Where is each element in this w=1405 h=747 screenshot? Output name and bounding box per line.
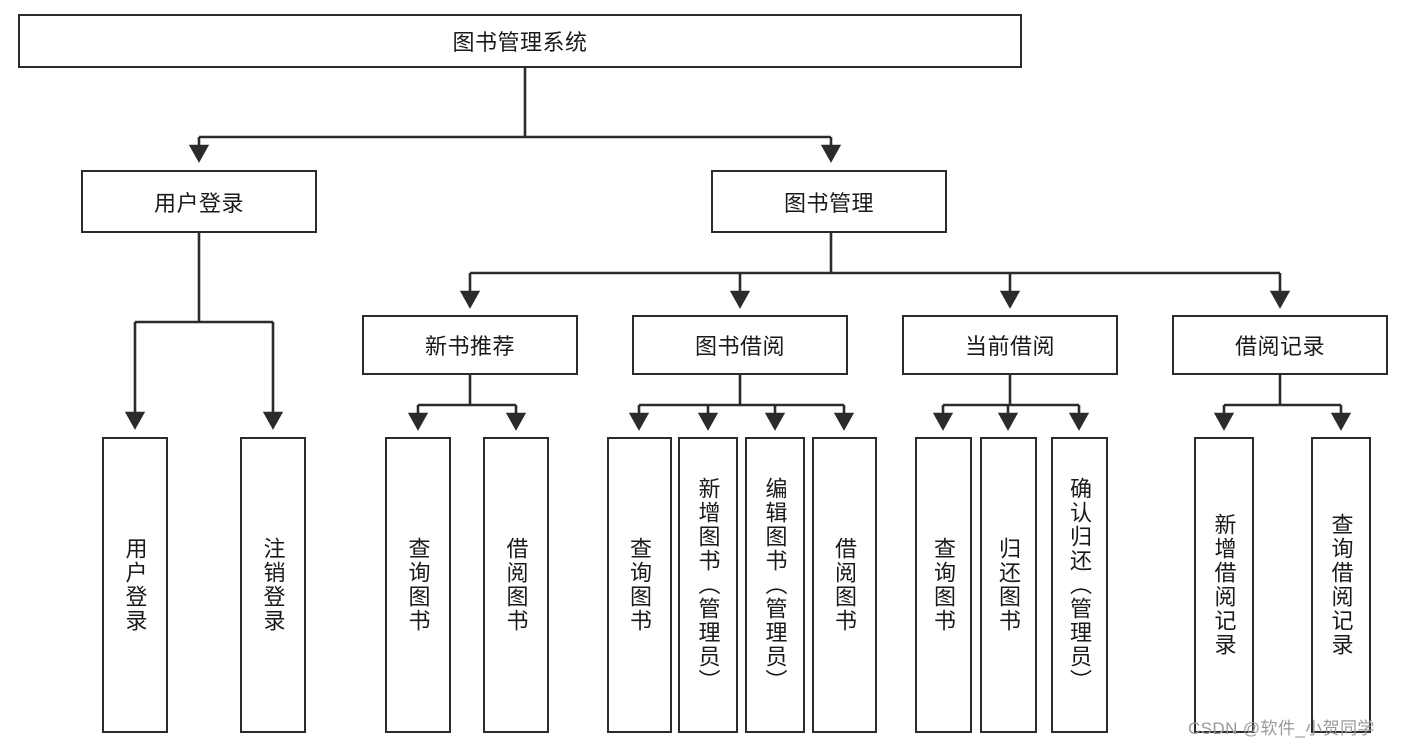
node-leaf-query-book-recommend-label: 查询图书 [405,537,431,633]
node-leaf-query-book-borrow-label: 查询图书 [627,537,653,633]
node-leaf-query-borrow-record[interactable]: 查询借阅记录 [1311,437,1371,733]
node-leaf-borrow-book-recommend-label: 借阅图书 [503,537,529,633]
node-leaf-return-book-label: 归还图书 [996,537,1022,633]
node-leaf-query-book-borrow[interactable]: 查询图书 [607,437,672,733]
node-leaf-confirm-return-admin[interactable]: 确认归还（管理员） [1051,437,1108,733]
node-leaf-return-book[interactable]: 归还图书 [980,437,1037,733]
node-root[interactable]: 图书管理系统 [18,14,1022,68]
node-leaf-logout[interactable]: 注销登录 [240,437,306,733]
node-leaf-add-borrow-record-label: 新增借阅记录 [1211,513,1237,657]
node-book-management[interactable]: 图书管理 [711,170,947,233]
node-leaf-query-book-current-label: 查询图书 [931,537,957,633]
node-leaf-query-book-current[interactable]: 查询图书 [915,437,972,733]
watermark: CSDN @软件_小贺同学 [1188,719,1375,738]
node-leaf-add-book-admin-label: 新增图书（管理员） [695,477,721,693]
node-leaf-query-book-recommend[interactable]: 查询图书 [385,437,451,733]
node-root-label: 图书管理系统 [452,30,588,55]
node-borrow-record-label: 借阅记录 [1234,334,1325,359]
node-user-login[interactable]: 用户登录 [81,170,317,233]
node-leaf-edit-book-admin-label: 编辑图书（管理员） [762,477,788,693]
node-book-borrow[interactable]: 图书借阅 [632,315,848,375]
node-leaf-confirm-return-admin-label: 确认归还（管理员） [1067,477,1093,693]
node-leaf-user-login[interactable]: 用户登录 [102,437,168,733]
node-leaf-edit-book-admin[interactable]: 编辑图书（管理员） [745,437,805,733]
node-leaf-borrow-book-recommend[interactable]: 借阅图书 [483,437,549,733]
node-leaf-borrow-book[interactable]: 借阅图书 [812,437,877,733]
node-borrow-record[interactable]: 借阅记录 [1172,315,1388,375]
node-leaf-query-borrow-record-label: 查询借阅记录 [1328,513,1354,657]
node-leaf-add-borrow-record[interactable]: 新增借阅记录 [1194,437,1254,733]
node-book-borrow-label: 图书借阅 [694,334,785,359]
node-current-borrow[interactable]: 当前借阅 [902,315,1118,375]
node-current-borrow-label: 当前借阅 [964,334,1055,359]
node-new-book-recommend-label: 新书推荐 [424,334,515,359]
node-user-login-label: 用户登录 [153,190,244,216]
node-new-book-recommend[interactable]: 新书推荐 [362,315,578,375]
node-leaf-add-book-admin[interactable]: 新增图书（管理员） [678,437,738,733]
node-book-management-label: 图书管理 [783,190,874,216]
node-leaf-borrow-book-label: 借阅图书 [832,537,858,633]
node-leaf-user-login-label: 用户登录 [122,537,148,633]
node-leaf-logout-label: 注销登录 [260,537,286,633]
